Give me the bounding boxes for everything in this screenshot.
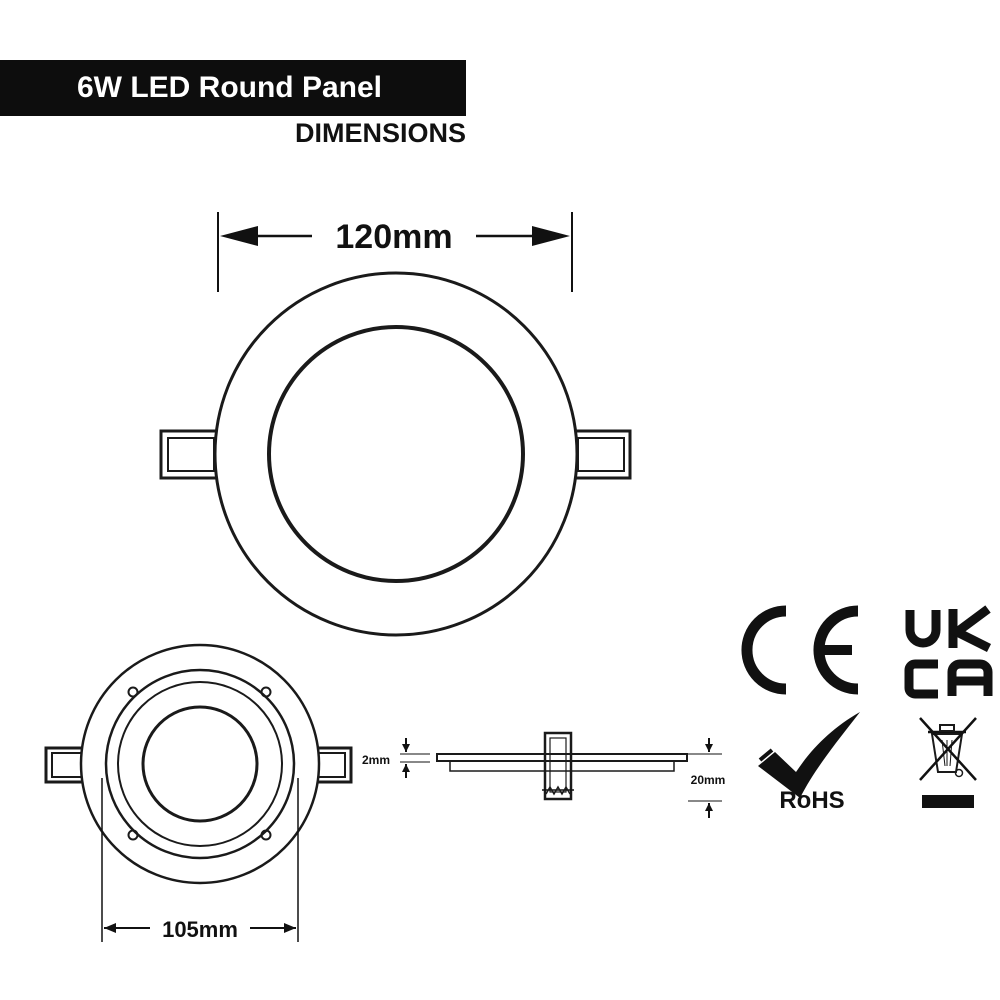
rohs-mark: RoHS: [758, 712, 860, 814]
back-housing: [104, 668, 296, 860]
screw-hole: [127, 686, 139, 698]
total-depth-label: 20mm: [691, 773, 726, 787]
profile-spring-clip: [543, 731, 573, 801]
rohs-label: RoHS: [779, 787, 844, 814]
outer-diameter-label: 120mm: [335, 218, 452, 256]
screw-hole: [260, 829, 272, 841]
title-banner: 6W LED Round Panel: [0, 60, 466, 116]
product-title: 6W LED Round Panel: [76, 71, 382, 104]
back-outer-rim: [79, 643, 321, 885]
weee-bin-icon: [919, 717, 977, 808]
total-depth-dimension: 20mm: [688, 738, 725, 818]
profile-housing: [449, 760, 675, 772]
ce-mark: [741, 605, 859, 695]
outer-diameter-dimension: 120mm: [217, 212, 573, 292]
screw-hole: [127, 829, 139, 841]
ukca-mark: [904, 605, 993, 699]
spring-clip-left: [159, 429, 221, 480]
face-thickness-dimension: 2mm: [362, 738, 430, 778]
cutout-diameter-dimension: 105mm: [101, 778, 299, 942]
light-panel: [267, 325, 525, 583]
face-thickness-label: 2mm: [362, 753, 390, 767]
profile-face-plate: [436, 753, 688, 762]
screw-hole: [260, 686, 272, 698]
back-housing-inner: [117, 681, 283, 847]
back-view: 105mm: [44, 643, 353, 942]
back-center-ring: [141, 705, 259, 823]
front-view: 120mm: [159, 212, 632, 637]
dimensions-heading: DIMENSIONS: [294, 118, 466, 148]
side-profile: 2mm 20mm: [362, 731, 725, 818]
cutout-diameter-label: 105mm: [162, 917, 238, 942]
spring-clip-right: [571, 429, 632, 480]
